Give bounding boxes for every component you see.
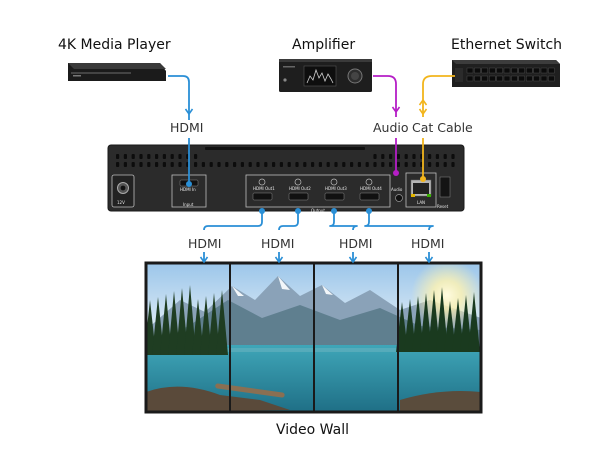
media-player-device	[68, 63, 166, 81]
video-wall-title: Video Wall	[276, 422, 349, 438]
hdmi-out-port-label: HDMI Out4	[360, 186, 382, 191]
hdmi-out-port-3: HDMI Out3	[324, 178, 347, 201]
hdmi-out-cable-3	[329, 212, 358, 231]
hdmi-input-cable	[168, 75, 190, 120]
audio-cable-label: Audio	[373, 120, 409, 135]
audio-port-label: Audio	[391, 187, 403, 192]
splitter-rear-panel: 12V HDMI In Input HDMI Out1 HDMI Out2 HDMI…	[107, 144, 465, 213]
hdmi-in-port-label: HDMI In	[180, 187, 196, 192]
hdmi-out-cable-4	[364, 212, 434, 231]
ethernet-switch-title: Ethernet Switch	[451, 37, 563, 53]
cables	[168, 75, 455, 264]
ethernet-switch-device	[452, 60, 560, 87]
power-port-label: 12V	[117, 200, 125, 205]
media-player-title: 4K Media Player	[58, 37, 171, 53]
hdmi-out-cable-1	[203, 212, 263, 231]
hdmi-out-port-label: HDMI Out2	[289, 186, 311, 191]
audio-cable	[373, 75, 397, 117]
hdmi-out2-cable-label: HDMI	[261, 236, 295, 251]
hdmi-input-cable-label: HDMI	[170, 120, 204, 135]
hdmi-out-port-1: HDMI Out1	[252, 178, 275, 201]
hdmi-out-cable-2	[278, 212, 299, 231]
cat-cable-label: Cat Cable	[412, 120, 473, 135]
video-wall-bezels	[144, 261, 483, 414]
hdmi-out-port-label: HDMI Out1	[253, 186, 275, 191]
hdmi-out3-cable-label: HDMI	[339, 236, 373, 251]
hdmi-out-port-label: HDMI Out3	[325, 186, 347, 191]
amplifier-title: Amplifier	[292, 37, 356, 53]
hdmi-out1-cable-label: HDMI	[188, 236, 222, 251]
hdmi-out-port-4: HDMI Out4	[359, 178, 382, 201]
amplifier-device	[279, 59, 372, 92]
hdmi-out-port-2: HDMI Out2	[288, 178, 311, 201]
hdmi-out4-cable-label: HDMI	[411, 236, 445, 251]
lan-port-label: LAN	[417, 200, 425, 205]
reset-button-label: Reset	[437, 204, 449, 209]
output-group-label: Output	[311, 208, 325, 213]
input-group-label: Input	[183, 202, 194, 207]
cat-cable	[422, 75, 455, 117]
